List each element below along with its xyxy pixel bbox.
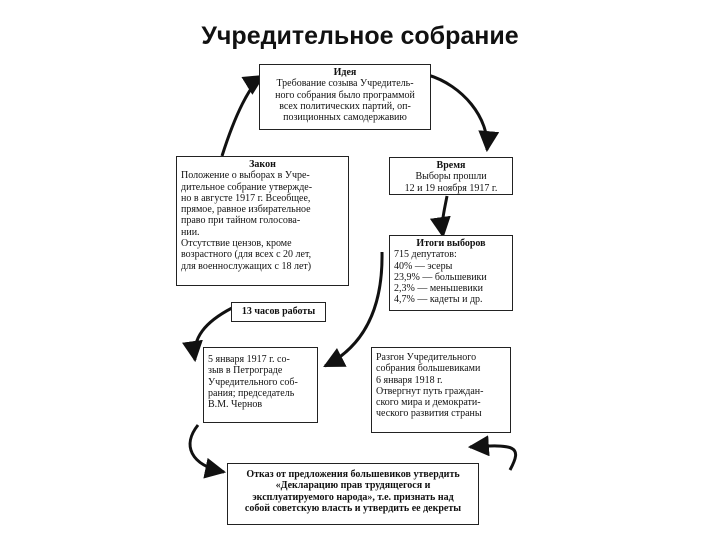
dispersal-line: собрания большевиками [376,363,481,375]
law-line: но в августе 1917 г. Всеобщее, [181,192,311,204]
dispersal-box: Разгон Учредительного собрания большевик… [371,347,511,433]
results-line: 23,9% — большевики [394,271,487,283]
refusal-line: собой советскую власть и утвердить ее де… [244,502,462,514]
arrow-idea-to-time [427,73,500,153]
law-line: дительное собрание утвержде- [181,181,313,193]
dispersal-line: ского мира и демократи- [376,397,481,409]
work-duration-box: 13 часов работы [231,302,326,322]
idea-line: Требование созыва Учредитель- [276,78,414,90]
dispersal-line: Отвергнут путь граждан- [376,385,484,397]
time-heading: Время [436,160,466,171]
arrow-law-to-idea [220,74,265,157]
convened-line: Учредительного соб- [208,376,298,388]
time-line: 12 и 19 ноября 1917 г. [404,182,498,194]
page-title: Учредительное собрание [201,22,519,50]
time-box: Время Выборы прошли 12 и 19 ноября 1917 … [389,157,513,195]
refusal-box: Отказ от предложения большевиков утверди… [227,463,479,525]
arrow-results-to-convened [323,251,384,368]
idea-line: ного собрания было программой [275,89,415,101]
refusal-line: «Декларацию прав трудящегося и [275,480,431,492]
idea-line: позиционных самодержавию [283,112,407,124]
law-line: прямое, равное избирательное [181,204,311,216]
law-line: возрастного (для всех с 20 лет, [181,249,312,261]
law-line: Положение о выборах в Учре- [181,170,310,182]
arrow-time-to-results [429,195,451,239]
convened-line: 5 января 1917 г. со- [208,354,290,365]
dispersal-line: 6 января 1918 г. [376,374,443,386]
results-line: 2,3% — меньшевики [394,283,483,295]
convened-line: рания; председатель [208,387,295,399]
results-heading: Итоги выборов [416,238,486,249]
law-line: Отсутствие цензов, кроме [181,238,292,250]
idea-heading: Идея [333,67,357,78]
dispersal-line: Разгон Учредительного [376,352,477,363]
arrow-convened-to-refusal [188,424,227,479]
refusal-line: Отказ от предложения большевиков утверди… [246,469,460,480]
dispersal-line: ческого развития страны [376,408,482,420]
law-heading: Закон [249,159,276,170]
results-line: 4,7% — кадеты и др. [394,294,483,306]
law-box: Закон Положение о выборах в Учре- дитель… [176,156,349,286]
law-line: для военнослужащих с 18 лет) [181,260,312,272]
results-line: 715 депутатов: [394,249,457,261]
results-line: 40% — эсеры [394,260,453,272]
convened-box: 5 января 1917 г. со- зыв в Петрограде Уч… [203,347,318,423]
time-line: Выборы прошли [415,171,487,183]
idea-line: всех политических партий, оп- [279,100,411,112]
law-line: право при тайном голосова- [181,215,301,227]
law-line: нии. [181,226,200,238]
convened-line: В.М. Чернов [208,399,263,411]
convened-line: зыв в Петрограде [208,365,283,377]
work-duration-label: 13 часов работы [241,306,316,317]
arrow-work-to-convened [182,306,233,363]
idea-box: Идея Требование созыва Учредитель- ного … [259,64,431,130]
arrow-dispersal-to-refusal [467,435,517,471]
results-box: Итоги выборов 715 депутатов: 40% — эсеры… [389,235,513,311]
refusal-line: эксплуатируемого народа», т.е. признать … [252,491,454,503]
